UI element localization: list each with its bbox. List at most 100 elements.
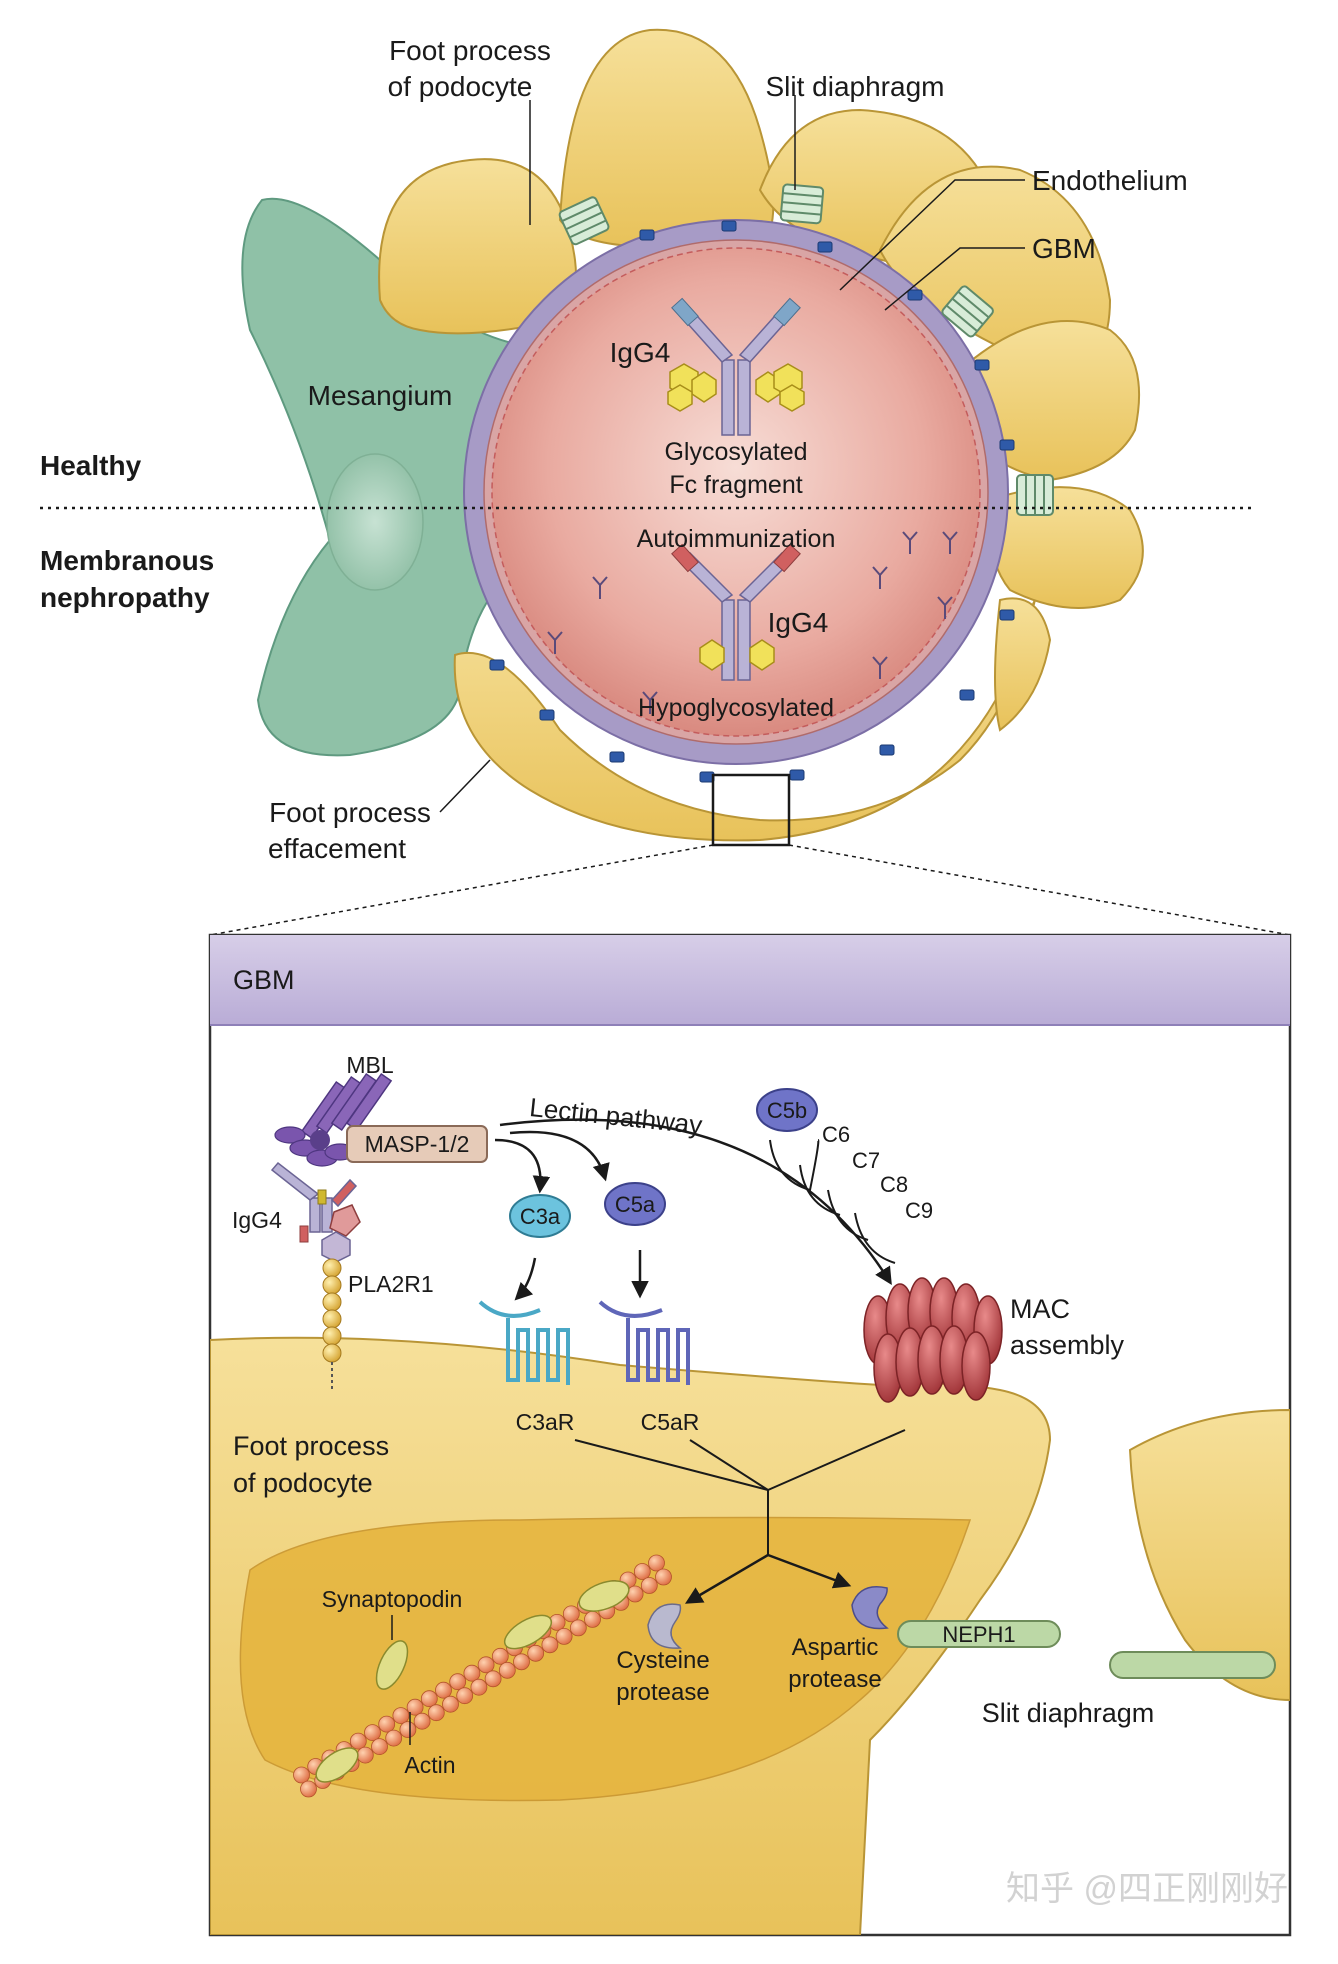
masp-box <box>346 1125 488 1163</box>
top-illustration: Foot process of podocyte Slit diaphragm … <box>40 28 1291 936</box>
c7-label: C7 <box>852 1148 880 1173</box>
actin-bead <box>293 1766 310 1784</box>
c3a-bubble <box>509 1194 571 1238</box>
detail-foot-process-label-1: Foot process <box>233 1431 389 1461</box>
igg4-detail-label: IgG4 <box>232 1207 282 1233</box>
podocyte-foot-processes <box>378 28 1144 842</box>
c5ar-receptor <box>598 1300 690 1385</box>
c9-label: C9 <box>905 1198 933 1223</box>
igg4-hypoglycosylated-antibody <box>671 543 801 681</box>
mesangium-label: Mesangium <box>308 380 453 411</box>
foot-process-label-1: Foot process <box>389 35 551 66</box>
watermark: 知乎 @四正刚刚好 <box>1006 1870 1288 1908</box>
hypoglycosylated-label: Hypoglycosylated <box>638 694 834 722</box>
actin-bead <box>527 1644 545 1662</box>
podocyte-cytoplasm <box>239 1516 972 1802</box>
c5ar-label: C5aR <box>641 1409 700 1435</box>
immune-complexes <box>547 531 958 714</box>
actin-bead <box>399 1721 417 1738</box>
mac-assembly <box>863 1277 1003 1403</box>
actin-bead <box>300 1780 317 1798</box>
actin-bead <box>633 1563 651 1580</box>
actin-bead <box>371 1738 388 1755</box>
zoom-box <box>711 773 791 847</box>
glycosylated-label-1: Glycosylated <box>664 438 807 466</box>
actin-bead <box>392 1707 410 1724</box>
detail-foot-process-label-2: of podocyte <box>233 1468 373 1498</box>
actin-bead <box>406 1698 424 1716</box>
glycosylated-label-2: Fc fragment <box>669 471 802 499</box>
slit-diaphragm-rod <box>1109 1651 1276 1679</box>
igg4-glycosylated-antibody <box>667 297 805 436</box>
actin-bead <box>427 1704 445 1722</box>
actin-leader-lines <box>391 1615 411 1745</box>
actin-bead <box>569 1619 587 1637</box>
adjacent-foot-process <box>1128 1408 1290 1702</box>
c8-label: C8 <box>880 1172 908 1197</box>
endothelium-label: Endothelium <box>1032 165 1188 196</box>
neph1-label: NEPH1 <box>942 1622 1015 1647</box>
capillary-lumen <box>491 247 981 737</box>
synaptopodin-proteins <box>315 1580 630 1783</box>
c6-label: C6 <box>822 1122 850 1147</box>
actin-bead <box>470 1678 488 1696</box>
igg4-healthy-label: IgG4 <box>610 337 671 368</box>
masp-label: MASP-1/2 <box>365 1131 470 1157</box>
cysteine-protease-shape <box>647 1603 682 1649</box>
actin-bead <box>385 1729 403 1747</box>
detail-panel: GBM MBL MASP-1/2 Lectin pathway IgG4 PLA… <box>208 933 1292 1937</box>
c3ar-receptor <box>478 1300 570 1385</box>
aspartic-label-2: protease <box>788 1666 881 1693</box>
actin-label: Actin <box>404 1752 455 1778</box>
actin-bead <box>498 1661 516 1679</box>
signal-lines <box>574 1429 906 1555</box>
membranous-label-2: nephropathy <box>40 582 210 613</box>
c3a-label: C3a <box>520 1204 561 1229</box>
igg4-mn-label: IgG4 <box>768 607 829 638</box>
mesangium-nucleus <box>326 453 424 591</box>
slit-diaphragm-label: Slit diaphragm <box>766 71 945 102</box>
aspartic-label-1: Aspartic <box>792 1634 879 1661</box>
actin-bead <box>442 1695 459 1713</box>
pla2r1-label: PLA2R1 <box>348 1271 434 1297</box>
actin-bead <box>477 1656 495 1674</box>
zoom-projection-right <box>788 844 1291 936</box>
neph1-rod <box>897 1620 1061 1648</box>
gbm-band <box>210 935 1290 1025</box>
synaptopodin-label: Synaptopodin <box>322 1586 463 1612</box>
healthy-label: Healthy <box>40 450 142 481</box>
slit-diaphragm-structures <box>558 183 1054 516</box>
effacement-label-1: Foot process <box>269 797 431 828</box>
membranous-label-1: Membranous <box>40 545 214 576</box>
gbm-label: GBM <box>1032 233 1096 264</box>
actin-bead <box>640 1577 658 1594</box>
actin-bead <box>655 1568 672 1586</box>
actin-bead <box>541 1636 559 1654</box>
actin-bead <box>555 1628 573 1645</box>
actin-bead <box>349 1732 367 1750</box>
actin-bead <box>562 1605 580 1623</box>
actin-bead <box>413 1712 431 1730</box>
terminal-complement-strokes <box>769 1139 896 1264</box>
c3ar-label: C3aR <box>516 1409 575 1435</box>
zoom-projection-left <box>209 844 714 936</box>
actin-bead <box>435 1681 452 1699</box>
actin-bead <box>456 1687 474 1705</box>
actin-bead <box>584 1611 601 1628</box>
c5a-bubble <box>604 1182 666 1226</box>
cysteine-label-1: Cysteine <box>616 1647 709 1674</box>
aspartic-protease-shape <box>851 1586 889 1630</box>
mac-label-2: assembly <box>1010 1330 1125 1360</box>
mbl-label: MBL <box>346 1052 394 1078</box>
complement-fragments <box>509 1088 818 1238</box>
cysteine-label-2: protease <box>616 1679 709 1706</box>
gbm-header-label: GBM <box>233 965 295 995</box>
actin-bead <box>513 1653 530 1671</box>
actin-bead <box>491 1647 509 1665</box>
actin-bead <box>364 1724 381 1741</box>
effacement-label-2: effacement <box>268 833 406 864</box>
actin-bead <box>378 1715 396 1733</box>
actin-bead <box>420 1690 438 1708</box>
mac-label-1: MAC <box>1010 1294 1070 1324</box>
top-leader-lines <box>439 95 1025 813</box>
